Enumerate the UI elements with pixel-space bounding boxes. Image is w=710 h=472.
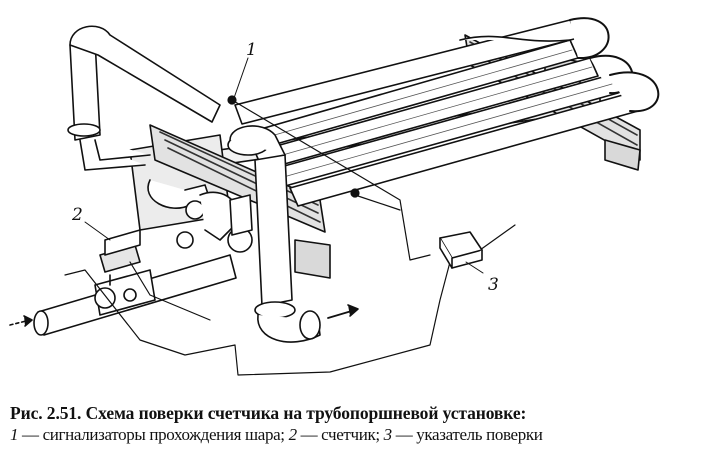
pipe-loop bbox=[234, 17, 660, 207]
legend-num-3: 3 bbox=[383, 425, 393, 444]
signal-wiring bbox=[64, 95, 516, 376]
legend-text-3: — указатель поверки bbox=[391, 425, 543, 444]
diagram-figure: 1 2 3 bbox=[9, 17, 660, 376]
caption-title: Рис. 2.51. Схема поверки счетчика на тру… bbox=[10, 403, 527, 423]
legend-text-1: — сигнализаторы прохождения шара; bbox=[18, 425, 289, 444]
callout-3: 3 bbox=[488, 275, 499, 295]
riser-pipe-front bbox=[227, 125, 321, 343]
valve-assembly bbox=[147, 179, 253, 253]
figure-caption: Рис. 2.51. Схема поверки счетчика на тру… bbox=[10, 402, 706, 446]
verification-indicator bbox=[439, 231, 483, 269]
flow-arrows bbox=[9, 304, 359, 327]
callout-leaders bbox=[84, 57, 484, 274]
riser-pipe-left bbox=[67, 25, 221, 171]
callout-1: 1 bbox=[246, 40, 257, 60]
legend-text-2: — счетчик; bbox=[296, 425, 384, 444]
legend-num-2: 2 bbox=[288, 425, 298, 444]
caption-legend: 1 — сигнализаторы прохождения шара; 2 — … bbox=[10, 424, 706, 446]
legend-num-1: 1 bbox=[10, 425, 19, 444]
inlet-pipeline bbox=[33, 229, 237, 336]
callout-2: 2 bbox=[71, 205, 83, 225]
